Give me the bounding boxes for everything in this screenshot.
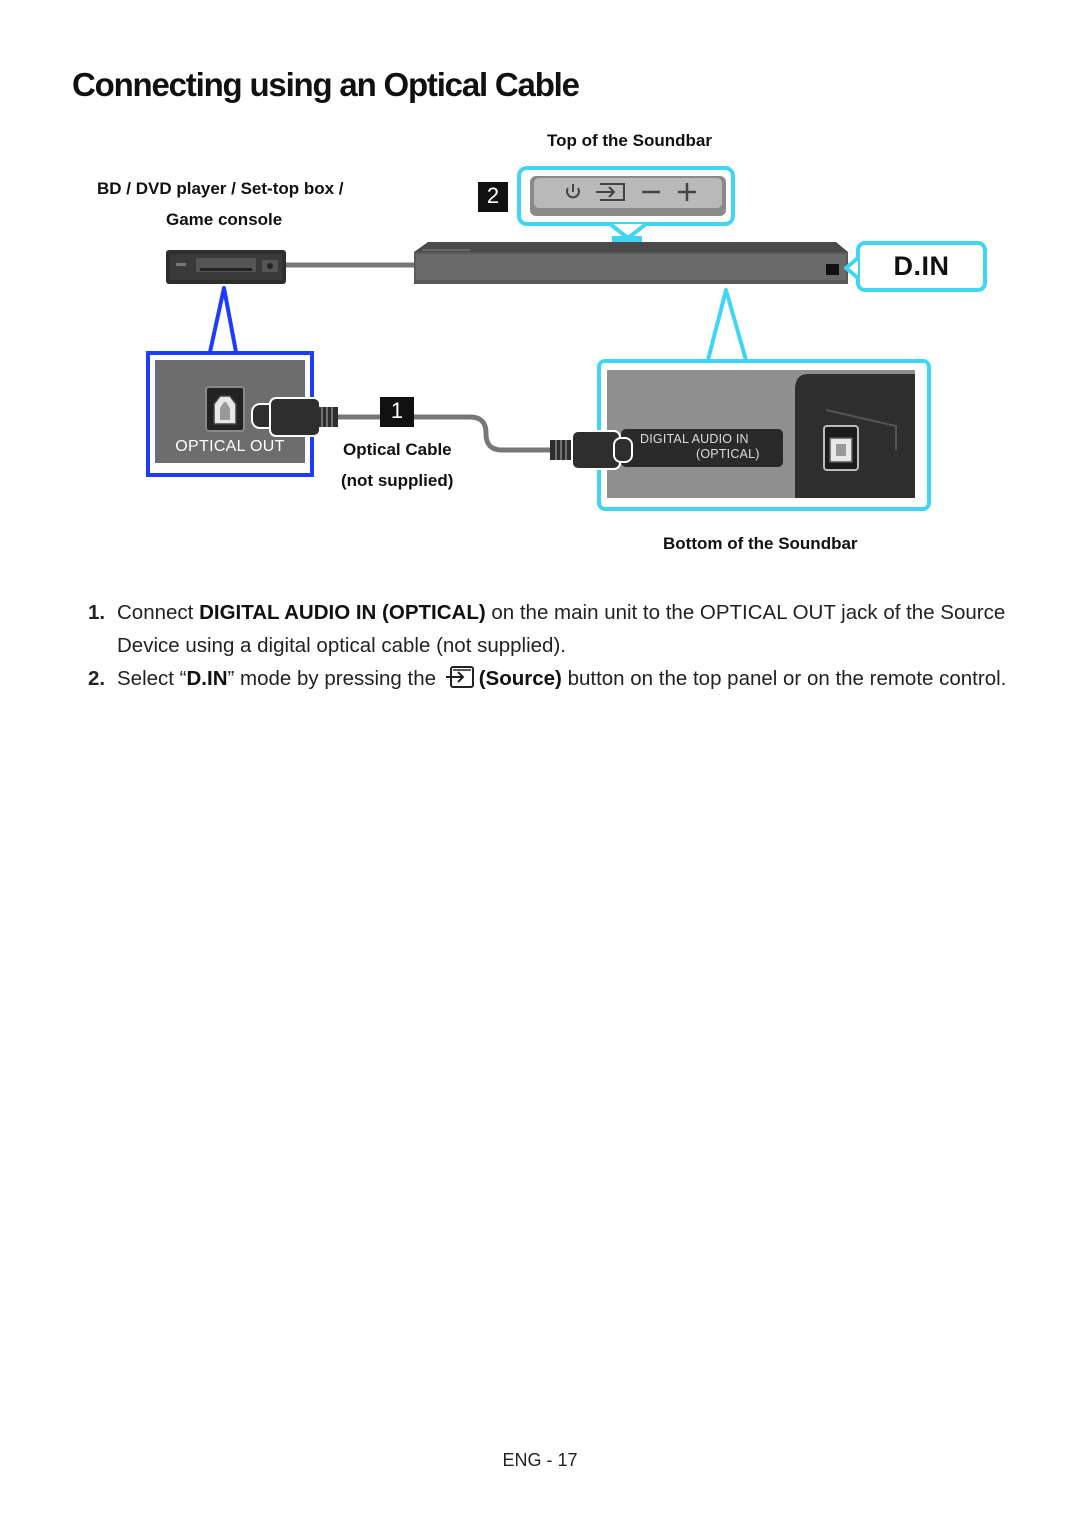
connection-diagram: Top of the Soundbar BD / DVD player / Se… (0, 120, 1080, 570)
source-device-illustration (166, 250, 286, 284)
step-number: 2. (88, 667, 106, 690)
label-bottom-of-soundbar: Bottom of the Soundbar (663, 534, 858, 553)
soundbar-zoom-lines (706, 288, 748, 361)
step-number: 1. (88, 601, 106, 624)
display-callout (844, 241, 987, 292)
volume-up-icon (678, 183, 696, 201)
step-2: 2. Select “D.IN” mode by pressing the (So… (88, 662, 1018, 695)
page-footer: ENG - 17 (502, 1450, 578, 1470)
step-mode: D.IN (186, 667, 228, 690)
optical-cable (338, 414, 554, 453)
label-top-of-soundbar: Top of the Soundbar (547, 131, 712, 150)
callout-badge-2 (478, 182, 508, 212)
optical-plug-soundbar (550, 430, 633, 470)
label-digital-audio-in: DIGITAL AUDIO IN (640, 432, 749, 446)
step-emphasis: DIGITAL AUDIO IN (OPTICAL) (199, 601, 486, 624)
label-optical-port: (OPTICAL) (696, 447, 760, 461)
bottom-panel-zoom (597, 359, 931, 511)
label-not-supplied: (not supplied) (341, 471, 454, 490)
instruction-steps: 1. Connect DIGITAL AUDIO IN (OPTICAL) on … (88, 596, 1018, 695)
soundbar-illustration (414, 236, 848, 284)
step-emphasis: (Source) (478, 667, 562, 690)
display-mode-text: D.IN (893, 251, 950, 281)
step-text: Select “ (117, 667, 187, 690)
source-zoom-lines (208, 286, 238, 353)
power-icon (566, 184, 580, 199)
label-optical-cable: Optical Cable (343, 440, 452, 459)
step-text: button on the top panel or on the remote… (561, 667, 1007, 690)
label-source-device-line2: Game console (166, 210, 283, 229)
step-text: Connect (117, 601, 200, 624)
step-text: ” mode by pressing the (227, 667, 442, 690)
page-title: Connecting using an Optical Cable (72, 66, 580, 103)
label-source-device-line1: BD / DVD player / Set-top box / (97, 179, 344, 198)
step-1: 1. Connect DIGITAL AUDIO IN (OPTICAL) on … (88, 596, 1018, 662)
source-icon (596, 183, 625, 201)
step-text: on the main unit to the OPTICAL OUT jack… (117, 601, 1006, 657)
top-panel-callout (517, 166, 735, 240)
label-optical-out: OPTICAL OUT (175, 438, 285, 455)
source-icon (445, 666, 474, 688)
callout-2-number: 2 (486, 183, 500, 208)
callout-badge-1 (380, 397, 414, 427)
callout-1-number: 1 (390, 398, 404, 423)
diagram-artwork (146, 166, 987, 511)
optical-plug-source (251, 397, 338, 437)
optical-out-zoom (146, 351, 314, 477)
